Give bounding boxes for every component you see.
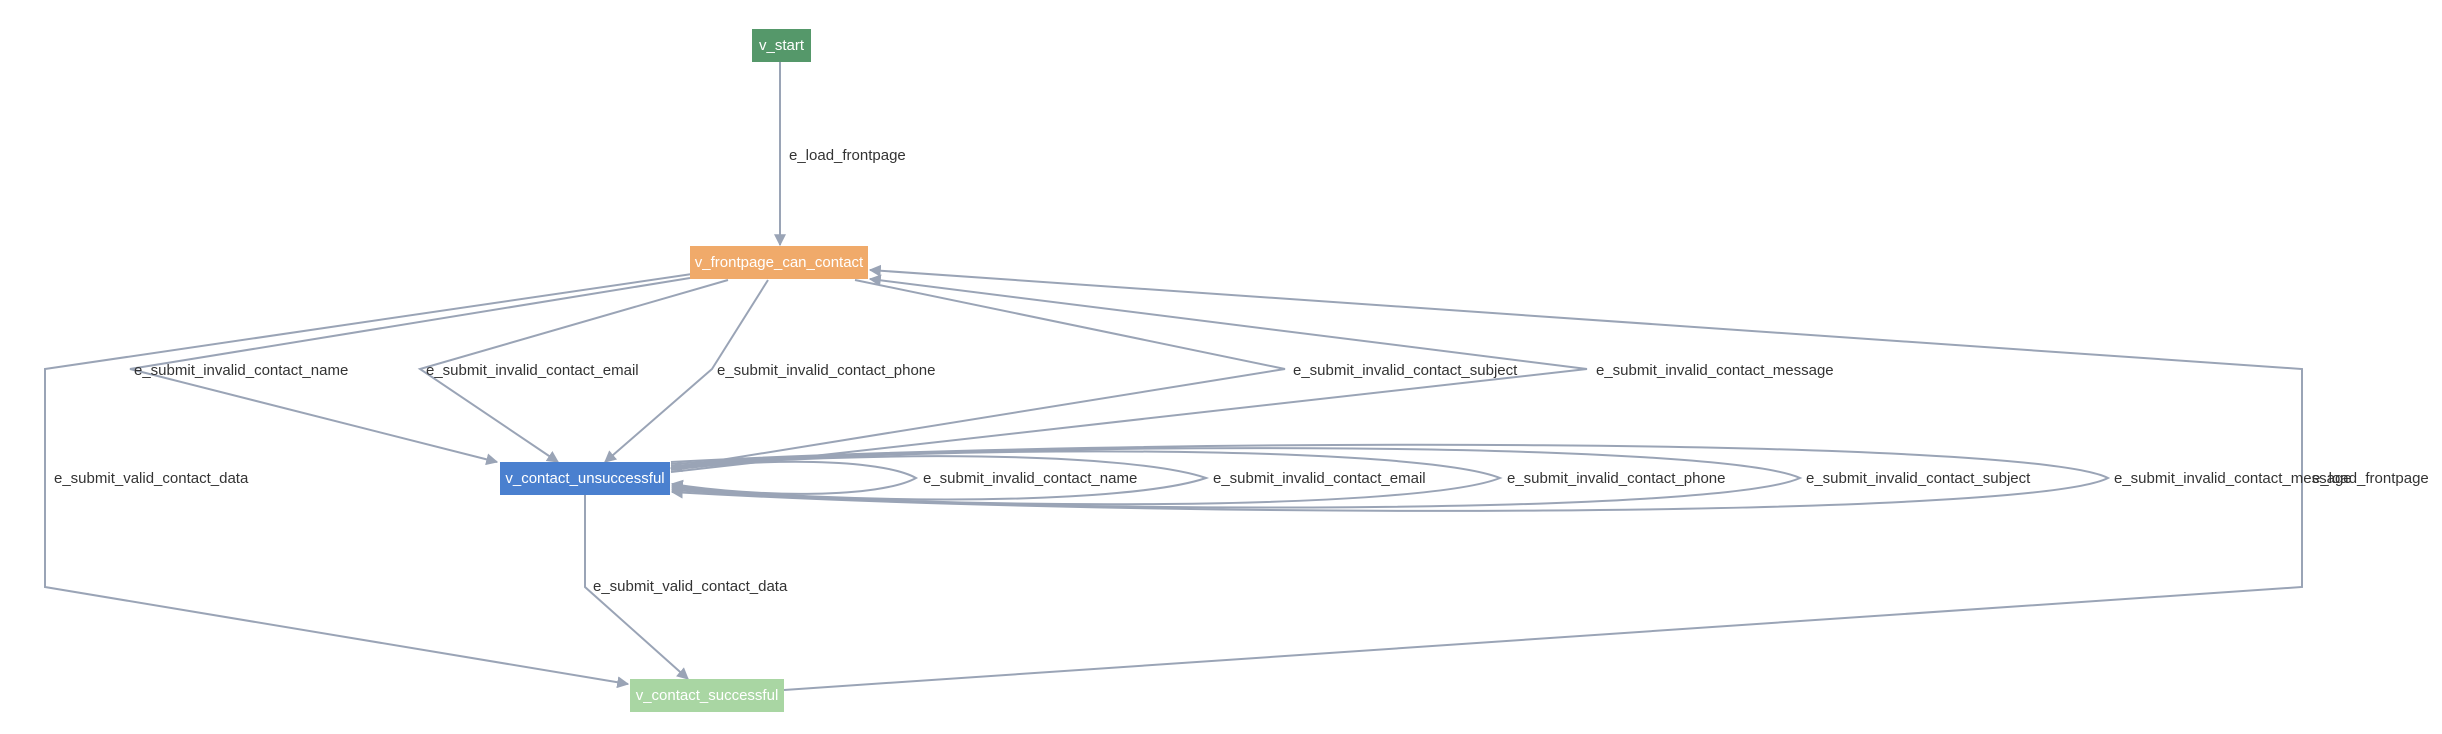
edge-label-loop-invalid-subject[interactable]: e_submit_invalid_contact_subject [1806,470,2031,487]
node-v-contact-successful[interactable]: v_contact_successful [630,679,784,712]
edge-label-loop-invalid-email[interactable]: e_submit_invalid_contact_email [1213,470,1426,487]
edge-frontpage-to-unsuccessful-phone [604,279,769,463]
edge-label-reload-frontpage[interactable]: e_load_frontpage [2312,470,2429,487]
edge-label-invalid-subject[interactable]: e_submit_invalid_contact_subject [1293,362,1518,379]
node-v-frontpage-can-contact[interactable]: v_frontpage_can_contact [690,246,868,279]
node-v-contact-unsuccessful[interactable]: v_contact_unsuccessful [500,462,670,495]
edge-label-load-frontpage[interactable]: e_load_frontpage [789,147,906,164]
edge-unsuccessful-to-successful-valid [584,495,689,680]
edge-frontpage-to-unsuccessful-subject [669,279,1286,473]
edge-frontpage-to-successful-valid [44,273,693,689]
edge-label-loop-invalid-name[interactable]: e_submit_invalid_contact_name [923,470,1138,487]
edge-frontpage-to-unsuccessful-email [417,279,729,463]
edge-label-valid-data[interactable]: e_submit_valid_contact_data [54,470,249,487]
edge-label-invalid-name[interactable]: e_submit_invalid_contact_name [134,362,349,379]
edge-unsuccessful-to-frontpage-message [670,274,1588,473]
edge-loop-invalid-email [670,455,1210,501]
edge-label-invalid-phone[interactable]: e_submit_invalid_contact_phone [717,362,936,379]
edge-loop-invalid-message [670,443,2111,512]
edge-frontpage-to-unsuccessful-name [129,277,691,466]
edge-loop-invalid-subject [670,447,1803,509]
edge-label-unsuccessful-to-successful[interactable]: e_submit_valid_contact_data [593,578,788,595]
edge-label-invalid-message[interactable]: e_submit_invalid_contact_message [1596,362,1834,379]
edge-label-invalid-email[interactable]: e_submit_invalid_contact_email [426,362,639,379]
edge-label-loop-invalid-phone[interactable]: e_submit_invalid_contact_phone [1507,470,1726,487]
node-v-start[interactable]: v_start [752,29,811,62]
edge-label-loop-invalid-message[interactable]: e_submit_invalid_contact_message [2114,470,2352,487]
edge-successful-to-frontpage-load [783,264,2303,691]
